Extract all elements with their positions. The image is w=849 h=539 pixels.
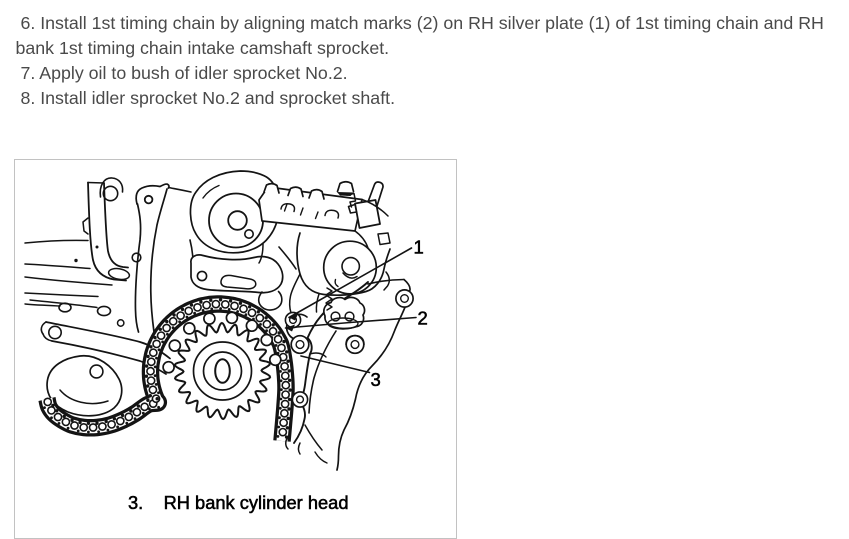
svg-text:1: 1 (414, 237, 424, 258)
svg-text:2: 2 (418, 308, 428, 329)
svg-text:3: 3 (371, 369, 381, 390)
